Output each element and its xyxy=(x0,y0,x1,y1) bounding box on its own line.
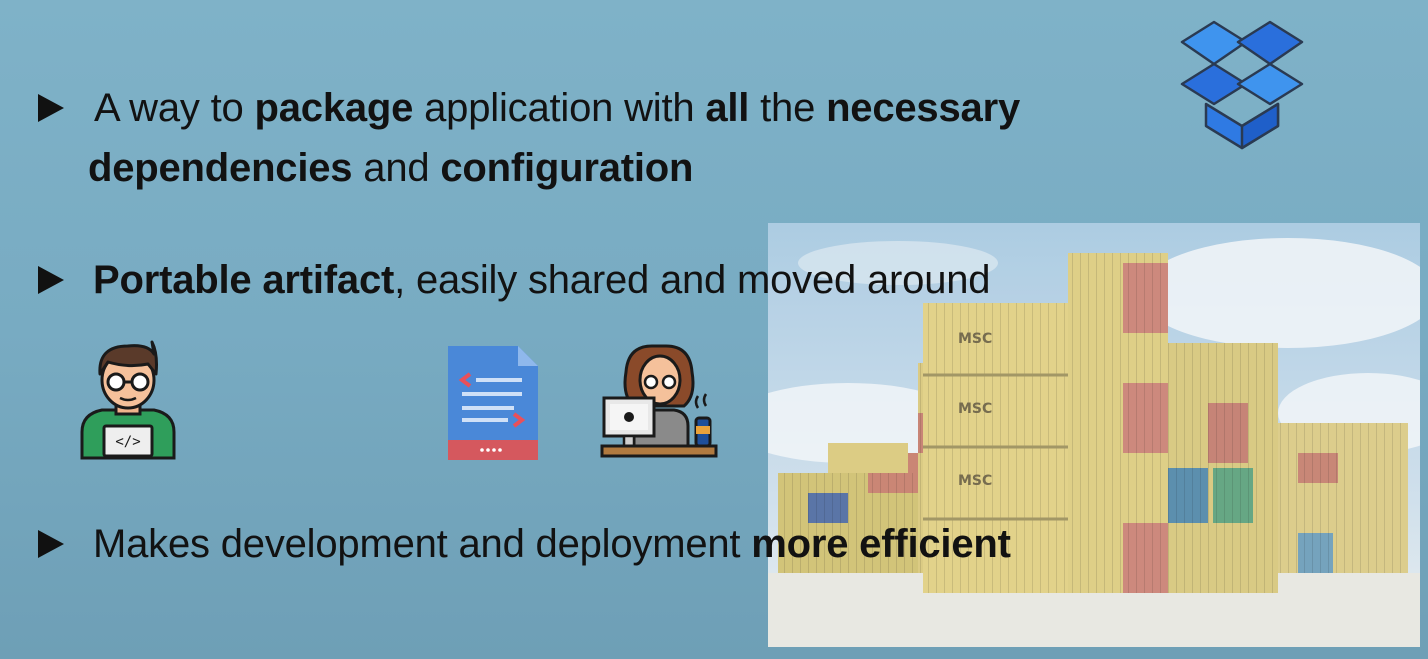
bold-text: Portable artifact xyxy=(93,258,395,302)
developer-at-computer-icon xyxy=(600,344,718,458)
svg-text:</>: </> xyxy=(115,434,140,450)
container-label: MSC xyxy=(958,401,992,417)
bullet-triangle-icon xyxy=(38,530,64,558)
bullet-triangle-icon xyxy=(38,266,64,294)
bold-text: necessary xyxy=(826,86,1020,130)
bullet-triangle-icon xyxy=(38,94,64,122)
bold-text: all xyxy=(705,86,750,130)
text: Makes development and deployment xyxy=(93,522,752,566)
container-yard-photo: MSC MSC MSC xyxy=(768,223,1420,647)
code-file-icon xyxy=(448,346,538,460)
text: and xyxy=(352,146,441,190)
bullet-2-line-1: Portable artifact, easily shared and mov… xyxy=(93,250,991,310)
bullet-3-line-1: Makes development and deployment more ef… xyxy=(93,514,1011,574)
container-label: MSC xyxy=(958,473,992,489)
text: , easily shared and moved around xyxy=(394,258,991,302)
developer-icon: </> xyxy=(80,340,176,460)
bullet-1-line-2: dependencies and configuration xyxy=(88,138,693,198)
bold-text: more efficient xyxy=(751,522,1011,566)
text: the xyxy=(749,86,827,130)
bullet-1-line-1: A way to package application with all th… xyxy=(94,78,1020,138)
bold-text: configuration xyxy=(440,146,694,190)
text: A way to xyxy=(94,86,255,130)
bold-text: dependencies xyxy=(88,146,353,190)
dropbox-box-icon xyxy=(1180,20,1304,150)
container-label: MSC xyxy=(958,331,992,347)
bold-text: package xyxy=(254,86,414,130)
text: application with xyxy=(413,86,706,130)
